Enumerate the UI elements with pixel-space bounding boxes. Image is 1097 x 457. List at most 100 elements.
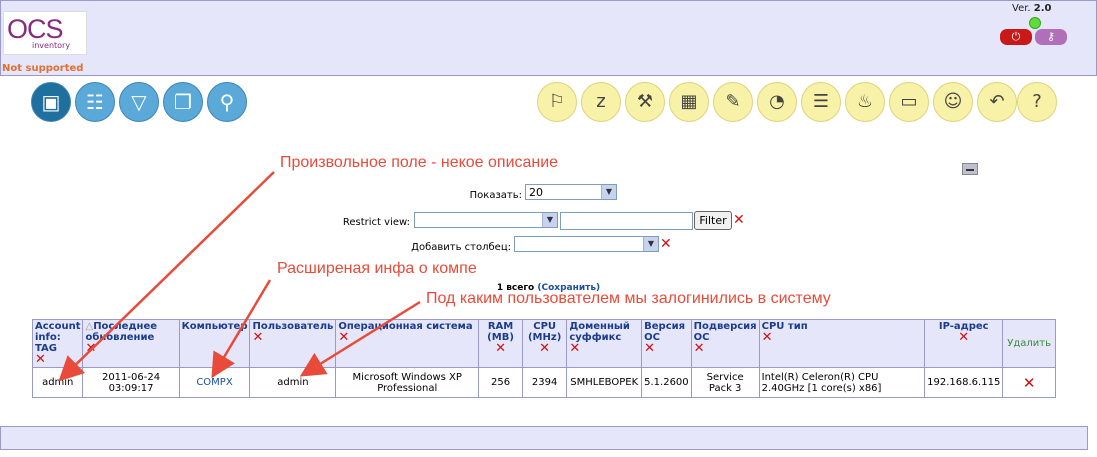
column-header[interactable]: Компьютер xyxy=(178,319,251,368)
computer-link[interactable]: COMPX xyxy=(196,377,233,388)
annotation-note: Произвольное поле - некое описание xyxy=(280,154,559,171)
not-supported-label: Not supported xyxy=(2,63,84,74)
delete-icon[interactable]: ✕ xyxy=(1022,373,1036,392)
column-header[interactable]: CPU тип✕ xyxy=(758,319,926,368)
remove-column-icon[interactable]: ✕ xyxy=(761,330,773,345)
column-header-label: Доменный суффикс xyxy=(569,321,630,343)
clear-filter-icon[interactable]: ✕ xyxy=(733,212,745,228)
logout-button[interactable]: ⏻ xyxy=(1000,29,1032,45)
column-header-label: Компьютер xyxy=(181,321,248,332)
filter-icon[interactable]: ▽ xyxy=(119,82,159,122)
user-icon[interactable]: ☺ xyxy=(933,82,973,122)
remove-column-icon[interactable]: ✕ xyxy=(539,341,551,356)
version-prefix: Ver. xyxy=(1012,3,1031,14)
table-cell: admin xyxy=(249,367,337,398)
cards-icon[interactable]: ▭ xyxy=(889,82,929,122)
chevron-down-icon: ▼ xyxy=(601,185,616,199)
table-cell: SMHLEBOPEK xyxy=(566,367,643,398)
show-count-select[interactable]: 20 ▼ xyxy=(525,184,617,200)
column-header-label: Пользователь xyxy=(252,321,334,332)
column-header-label: RAM (MB) xyxy=(487,321,514,343)
filter-button[interactable]: Filter xyxy=(694,211,732,230)
computers-table: Account info: TAG✕ △Последнее обновление… xyxy=(31,319,1056,398)
column-header[interactable]: Операционная система✕ xyxy=(335,319,480,368)
version-value: 2.0 xyxy=(1033,3,1052,14)
column-header-label: IP-адрес xyxy=(938,321,989,332)
table-cell: admin xyxy=(31,367,84,398)
logo-subtext: inventory xyxy=(32,41,71,50)
result-count: 1 всего (Сохранить) xyxy=(0,283,1097,293)
table-cell: COMPX xyxy=(178,367,251,398)
search-icon[interactable]: ⚲ xyxy=(207,82,247,122)
column-header[interactable]: Доменный суффикс✕ xyxy=(566,319,643,368)
footer-bar xyxy=(0,426,1088,450)
computers-icon[interactable]: ▣ xyxy=(31,82,71,122)
column-header: Удалить xyxy=(1002,319,1056,368)
column-header[interactable]: IP-адрес✕ xyxy=(924,319,1004,368)
column-header-label: Последнее обновление xyxy=(85,321,158,343)
restrict-view-select[interactable]: ▼ xyxy=(414,212,558,228)
ocs-logo[interactable]: OCS inventory xyxy=(3,11,87,55)
chevron-down-icon: ▼ xyxy=(643,237,658,251)
chevron-down-icon: ▼ xyxy=(542,213,557,227)
column-header[interactable]: △Последнее обновление✕ xyxy=(82,319,180,368)
notes-icon[interactable]: ✎ xyxy=(713,82,753,122)
groups-icon[interactable]: ❐ xyxy=(163,82,203,122)
table-cell: Service Pack 3 xyxy=(690,367,760,398)
clear-column-icon[interactable]: ✕ xyxy=(660,236,672,252)
column-header[interactable]: Версия ОС✕ xyxy=(641,319,692,368)
remove-column-icon[interactable]: ✕ xyxy=(693,341,705,356)
fire-icon[interactable]: ♨ xyxy=(845,82,885,122)
column-header-label: Версия ОС xyxy=(644,321,686,343)
column-header[interactable]: CPU (MHz)✕ xyxy=(521,319,568,368)
annotation-note: Под каким пользователем мы залогинились … xyxy=(426,290,831,307)
column-header[interactable]: RAM (MB)✕ xyxy=(478,319,523,368)
sleep-icon[interactable]: z xyxy=(581,82,621,122)
column-header[interactable]: Пользователь✕ xyxy=(249,319,337,368)
remove-column-icon[interactable]: ✕ xyxy=(35,352,46,367)
column-header-label: Удалить xyxy=(1007,338,1052,349)
table-cell: Microsoft Windows XP Professional xyxy=(335,367,480,398)
show-count-value: 20 xyxy=(529,186,543,199)
version-label: Ver. 2.0 xyxy=(1012,3,1052,14)
tools-icon[interactable]: ⚒ xyxy=(625,82,665,122)
column-header-label: CPU (MHz) xyxy=(527,321,562,343)
inventory-icon[interactable]: ▦ xyxy=(669,82,709,122)
network-icon[interactable]: ☷ xyxy=(75,82,115,122)
restrict-view-label: Restrict view: xyxy=(342,217,410,228)
table-cell: Intel(R) Celeron(R) CPU 2.40GHz [1 core(… xyxy=(758,367,926,398)
remove-column-icon[interactable]: ✕ xyxy=(252,330,264,345)
annotation-note: Расширеная инфа о компе xyxy=(277,260,477,277)
remove-column-icon[interactable]: ✕ xyxy=(644,341,656,356)
report-icon[interactable]: ☰ xyxy=(801,82,841,122)
save-link[interactable]: (Сохранить) xyxy=(537,283,601,293)
remove-column-icon[interactable]: ✕ xyxy=(569,341,581,356)
show-label: Показать: xyxy=(469,190,522,201)
add-column-select[interactable]: ▼ xyxy=(514,236,659,252)
status-light-icon xyxy=(1029,17,1041,29)
column-header-label: Подверсия ОС xyxy=(693,321,757,343)
back-icon[interactable]: ↶ xyxy=(977,82,1017,122)
remove-column-icon[interactable]: ✕ xyxy=(958,330,970,345)
settings-key-button[interactable]: ⚷ xyxy=(1035,29,1067,45)
help-icon[interactable]: ? xyxy=(1017,82,1057,122)
remove-column-icon[interactable]: ✕ xyxy=(495,341,506,356)
column-header[interactable]: Подверсия ОС✕ xyxy=(690,319,760,368)
column-header[interactable]: Account info: TAG✕ xyxy=(31,319,84,368)
table-cell: 2394 xyxy=(521,367,568,398)
minimize-button[interactable] xyxy=(962,163,978,175)
remove-column-icon[interactable]: ✕ xyxy=(85,341,97,356)
deploy-icon[interactable]: ⚐ xyxy=(537,82,577,122)
result-count-text: 1 всего xyxy=(496,283,535,293)
column-header-label: Операционная система xyxy=(338,321,473,332)
stats-icon[interactable]: ◔ xyxy=(757,82,797,122)
table-cell: 5.1.2600 xyxy=(641,367,692,398)
table-cell: 256 xyxy=(478,367,523,398)
remove-column-icon[interactable]: ✕ xyxy=(338,330,350,345)
column-header-label: Account info: TAG xyxy=(35,321,81,354)
restrict-view-input[interactable] xyxy=(560,212,693,230)
table-cell: 2011-06-24 03:09:17 xyxy=(82,367,180,398)
key-icon: ⚷ xyxy=(1046,30,1056,43)
add-column-label: Добавить столбец: xyxy=(411,242,511,253)
logo-text: OCS xyxy=(7,14,64,44)
